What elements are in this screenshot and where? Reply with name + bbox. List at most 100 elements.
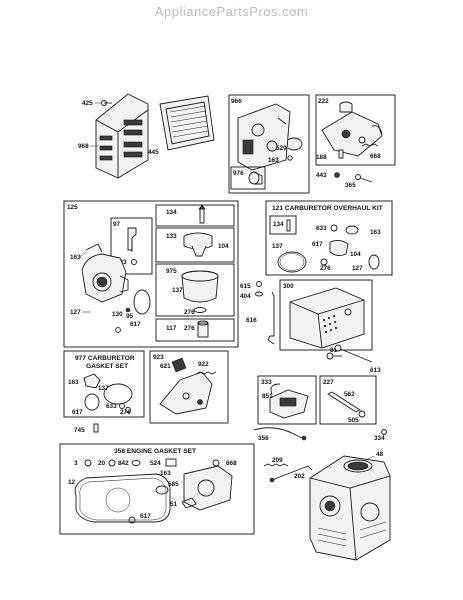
callout-745: 745	[74, 427, 85, 434]
bolt-part-613	[334, 344, 373, 363]
callout-137-b: 137	[272, 243, 283, 250]
seal-part-276-c	[320, 258, 328, 266]
air-cleaner-housing-part-966	[237, 103, 291, 171]
callout-524: 524	[150, 460, 161, 467]
callout-356: 356	[258, 435, 269, 442]
gasket-part-668	[212, 459, 220, 467]
seal-part-633-b	[330, 224, 338, 232]
bowl-nut-part-117	[197, 320, 209, 338]
gasket-part-3	[84, 459, 92, 467]
callout-12: 12	[68, 479, 76, 486]
callout-443: 443	[316, 172, 327, 179]
callout-222: 222	[318, 98, 329, 105]
callout-616: 616	[246, 317, 257, 324]
seal-part-617-d	[128, 516, 136, 524]
kit-box-977	[63, 350, 145, 418]
air-cleaner-base-part-968	[95, 93, 149, 179]
callout-976: 976	[233, 170, 244, 177]
air-filter-part-445	[159, 95, 215, 151]
float-part-kit	[329, 239, 349, 257]
callout-300: 300	[283, 283, 294, 290]
callout-48: 48	[376, 451, 384, 458]
kit-box-966	[228, 94, 310, 194]
callout-202: 202	[294, 473, 305, 480]
callout-365: 365	[345, 182, 356, 189]
screw-part-745	[93, 423, 99, 433]
screw-part-81	[326, 352, 342, 360]
kit-box-117	[155, 318, 235, 342]
callout-633-b: 633	[316, 225, 327, 232]
callout-117: 117	[166, 325, 177, 332]
kit-box-976	[230, 166, 266, 190]
kit-box-134-a	[155, 204, 235, 227]
screw-part-188	[338, 149, 344, 159]
callout-276-a: 276	[184, 309, 195, 316]
gasket-part-977	[83, 373, 133, 413]
callout-163-kit: 163	[370, 229, 381, 236]
callout-127-a: 127	[70, 309, 81, 316]
callout-104-a: 104	[218, 243, 229, 250]
callout-130: 130	[112, 311, 123, 318]
callout-134-a: 134	[166, 209, 177, 216]
callout-404: 404	[240, 293, 251, 300]
kit-title-carburetor-gasket-line2: GASKET SET	[86, 363, 128, 370]
callout-163-engine: 163	[160, 470, 171, 477]
kit-box-975	[155, 263, 235, 317]
screw-part-95	[125, 307, 131, 313]
governor-control-part-923	[159, 357, 217, 415]
gasket-part-20	[108, 459, 116, 467]
callout-276-b: 276	[184, 325, 195, 332]
callout-163-gasket: 163	[68, 379, 79, 386]
governor-link-part-616	[267, 291, 275, 345]
callout-276-c: 276	[320, 265, 331, 272]
callout-333: 333	[261, 379, 272, 386]
callout-134-b: 134	[273, 221, 284, 228]
choke-link-part-529	[287, 137, 303, 151]
callout-334: 334	[374, 435, 385, 442]
control-bracket-part-222	[321, 101, 383, 157]
callout-975: 975	[166, 268, 177, 275]
callout-163-top: 163	[268, 157, 279, 164]
gasket-part-51	[181, 497, 197, 509]
kit-box-300	[279, 279, 373, 351]
callout-227: 227	[323, 379, 334, 386]
gasket-part-585	[155, 485, 169, 495]
kit-box-125	[63, 200, 239, 348]
callout-20: 20	[98, 460, 106, 467]
choke-shaft-part-97	[127, 227, 137, 252]
spring-part-668-top	[361, 143, 379, 147]
needle-part-134-b	[286, 219, 291, 232]
callout-613: 613	[370, 367, 381, 374]
brake-lever-part-227	[327, 391, 366, 418]
seal-part-633-a	[131, 259, 137, 265]
float-bowl-part-975	[181, 270, 219, 303]
gasket-part-137-b	[277, 251, 307, 273]
callout-163-carb: 163	[70, 254, 81, 261]
governor-rod-part-202	[269, 465, 313, 483]
callout-505: 505	[348, 417, 359, 424]
callout-95: 95	[126, 313, 134, 320]
kit-box-333	[257, 375, 317, 425]
needle-part-134-a	[198, 204, 206, 224]
kit-box-121	[265, 200, 393, 276]
kit-title-carburetor-overhaul: 121 CARBURETOR OVERHAUL KIT	[272, 205, 383, 212]
callout-842: 842	[118, 460, 129, 467]
callout-51: 51	[170, 501, 178, 508]
callout-617-b: 617	[312, 241, 323, 248]
gasket-part-842	[131, 460, 141, 466]
callout-3: 3	[74, 460, 78, 467]
callout-104-b: 104	[350, 251, 361, 258]
callout-851: 851	[262, 393, 273, 400]
kit-box-358	[59, 443, 255, 535]
callout-188: 188	[316, 154, 327, 161]
nut-part-443	[334, 172, 340, 178]
kit-box-97	[110, 217, 153, 275]
ground-wire-part-356	[253, 427, 307, 441]
callout-922: 922	[198, 361, 209, 368]
callout-445: 445	[148, 149, 159, 156]
callout-125: 125	[67, 204, 78, 211]
float-part-133	[183, 232, 213, 257]
callout-617-c: 617	[72, 409, 83, 416]
callout-127-b: 127	[352, 265, 363, 272]
